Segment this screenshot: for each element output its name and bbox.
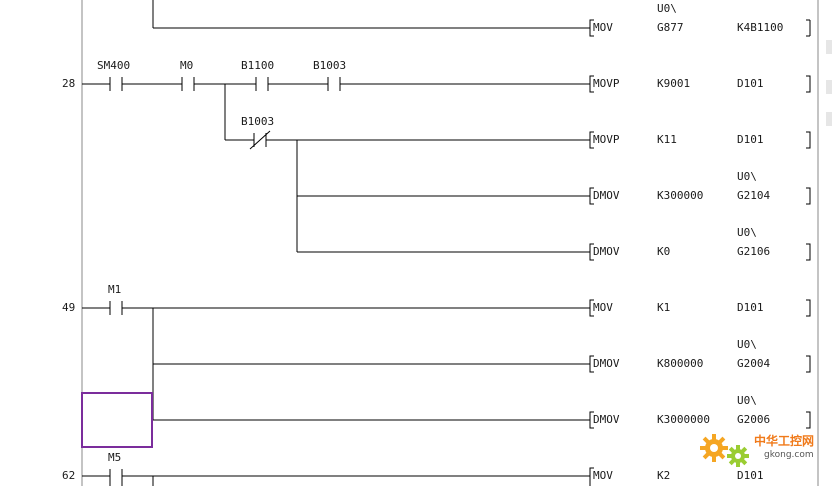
scroll-marker [826,112,832,126]
instruction-bracket [589,75,594,93]
operand-1: G877 [657,21,684,34]
operand-2: G2004 [737,357,770,370]
contact-b1100[interactable]: B1100 [241,59,274,91]
operand-1: K11 [657,133,677,146]
operand-1: K800000 [657,357,703,370]
operand-prefix: U0\ [737,226,757,239]
operand-prefix: U0\ [737,338,757,351]
operand-1: K300000 [657,189,703,202]
operand-prefix: U0\ [737,170,757,183]
instruction-bracket [589,131,594,149]
contact-label: SM400 [97,59,130,72]
instruction-name: DMOV [593,413,620,426]
contact-m1[interactable]: M1 [108,283,123,315]
operand-2: D101 [737,77,764,90]
instruction-bracket [589,411,594,429]
operand-2: G2006 [737,413,770,426]
operand-1: K0 [657,245,670,258]
instruction-name: MOV [593,469,613,482]
operand-2: G2104 [737,189,770,202]
contact-label: M0 [180,59,193,72]
instruction-name: DMOV [593,357,620,370]
operand-2: D101 [737,133,764,146]
instruction-bracket [589,19,594,37]
operand-prefix: U0\ [737,394,757,407]
instruction-bracket [589,187,594,205]
rung-28[interactable]: 28 SM400 M0 B1100 B1003 MOVP K9001 [62,59,811,261]
operand-1: K1 [657,301,670,314]
contact-label: B1003 [241,115,274,128]
operand-1: K9001 [657,77,690,90]
watermark: 中华工控网 gkong.com [698,428,830,472]
selection-cursor[interactable] [81,392,153,448]
contact-m5[interactable]: M5 [108,451,123,486]
operand-prefix: U0\ [657,2,677,15]
operand-1: K3000000 [657,413,710,426]
contact-label: M5 [108,451,121,464]
contact-label: B1100 [241,59,274,72]
instruction-bracket [589,299,594,317]
instruction-bracket [589,243,594,261]
contact-b1003[interactable]: B1003 [313,59,346,91]
scroll-marker [826,40,832,54]
contact-sm400[interactable]: SM400 [97,59,130,91]
operand-2: D101 [737,301,764,314]
contact-m0[interactable]: M0 [180,59,195,91]
gear-icon [700,434,749,467]
operand-2: G2106 [737,245,770,258]
contact-label: M1 [108,283,121,296]
instruction-name: MOVP [593,133,620,146]
rung-49[interactable]: 49 M1 MOV K1 D101 DMOV K800000 U0\ G2004… [62,283,811,429]
instruction-name: DMOV [593,189,620,202]
rung-62[interactable]: 62 M5 MOV K2 D101 [62,451,764,486]
instruction-bracket [589,355,594,373]
contact-label: B1003 [313,59,346,72]
rung-top[interactable]: MOV U0\ G877 K4B1100 [152,0,811,37]
scroll-marker [826,80,832,94]
instruction-name: DMOV [593,245,620,258]
contact-b1003-nc[interactable]: B1003 [241,115,274,150]
step-number: 49 [62,301,75,314]
instruction-name: MOVP [593,77,620,90]
operand-1: K2 [657,469,670,482]
instruction-name: MOV [593,301,613,314]
watermark-brand: 中华工控网 [754,434,815,448]
watermark-url: gkong.com [764,450,814,460]
step-number: 62 [62,469,75,482]
instruction-bracket [589,467,594,486]
step-number: 28 [62,77,75,90]
operand-2: K4B1100 [737,21,783,34]
operand-2: D101 [737,469,764,482]
instruction-name: MOV [593,21,613,34]
